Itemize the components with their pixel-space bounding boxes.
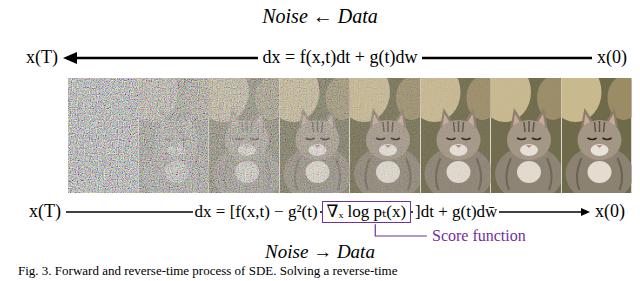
node-text: x(0) xyxy=(597,47,627,67)
image-panel xyxy=(409,62,499,202)
image-panel xyxy=(550,62,640,202)
node-text: x(T) xyxy=(26,47,58,67)
image-panel xyxy=(56,62,146,202)
process-heading: Noise → Data xyxy=(263,241,377,264)
process-heading: Noise ← Data xyxy=(260,4,380,28)
image-panel xyxy=(479,62,569,202)
figure-caption: Fig. 3. Forward and reverse-time process… xyxy=(18,263,397,279)
equation-part: ]dt + g(t)dw̄ xyxy=(413,202,499,222)
leader-line xyxy=(375,224,427,236)
arrowhead xyxy=(581,208,590,216)
edge-equation: dx = f(x,t)dt + g(t)dw xyxy=(258,47,423,69)
node-text: x(0) xyxy=(595,201,625,221)
node-text: x(T) xyxy=(29,201,61,221)
node-text: ∇ₓ log pₜ(x) xyxy=(327,202,407,221)
state-label: x(T) xyxy=(27,201,63,223)
image-panel xyxy=(268,62,358,202)
arrowhead xyxy=(63,52,77,64)
state-label: x(0) xyxy=(593,201,627,223)
callout-label: Score function xyxy=(430,226,528,245)
equation-part: dx = [f(x,t) − g²(t) xyxy=(193,202,320,222)
state-label: x(T) xyxy=(24,47,60,69)
image-panel xyxy=(197,62,287,202)
state-label: x(0) xyxy=(595,47,629,69)
image-panel xyxy=(127,62,217,202)
image-panel xyxy=(338,62,428,202)
score-function-box: ∇ₓ log pₜ(x) xyxy=(322,201,412,223)
